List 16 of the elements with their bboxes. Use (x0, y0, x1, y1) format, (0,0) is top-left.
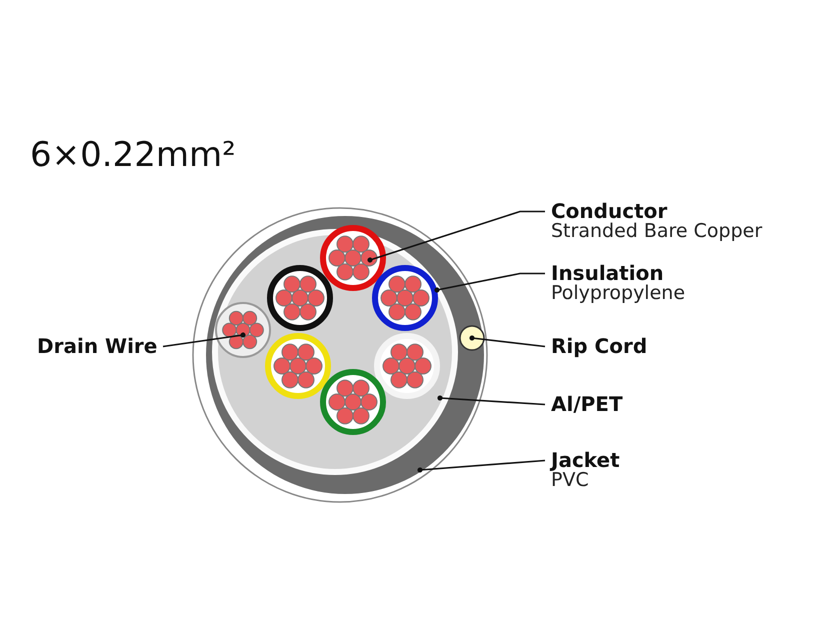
callout-title: Drain Wire (37, 336, 158, 357)
callout-title: Conductor (551, 201, 668, 222)
leader-line (162, 332, 246, 348)
callout-description: Polypropylene (551, 284, 686, 304)
leader-line (367, 210, 545, 263)
callout-description: Stranded Bare Copper (551, 222, 762, 242)
heading: 6×0.22mm² (30, 135, 236, 175)
leader-line (434, 272, 545, 293)
callout-description: PVC (551, 471, 589, 491)
callout-title: Rip Cord (551, 336, 648, 357)
leader-line (437, 395, 546, 406)
callout-title: Insulation (551, 263, 664, 284)
callout-title: Al/PET (551, 394, 623, 415)
leader-line (417, 460, 546, 473)
callout-title: Jacket (551, 450, 620, 471)
leader-line (469, 335, 546, 348)
